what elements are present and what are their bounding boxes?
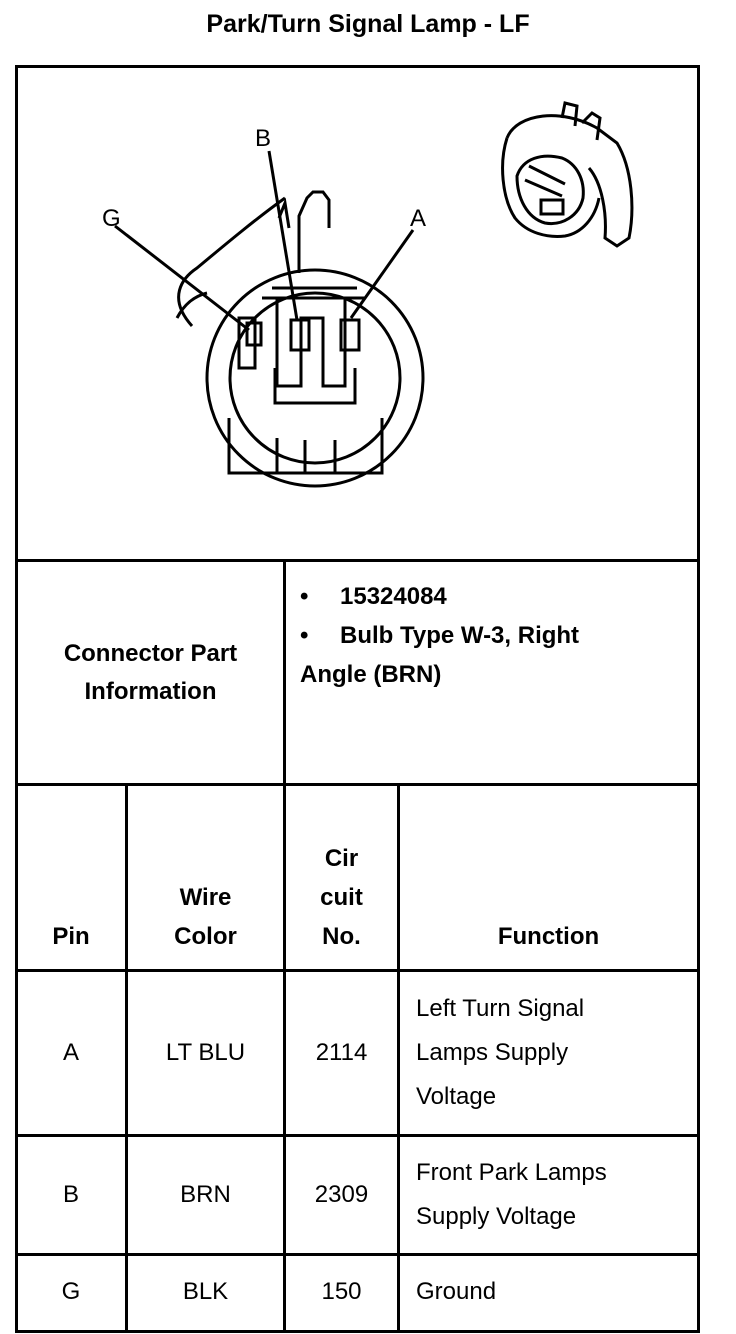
part-number: 15324084 <box>340 583 447 610</box>
divider-row-b <box>15 1253 700 1256</box>
row-b-circuit: 2309 <box>314 1181 369 1208</box>
pin-label-g: G <box>102 205 121 232</box>
connector-face-drawing: G B A <box>102 101 634 488</box>
row-b-function-line2: Supply Voltage <box>416 1203 577 1230</box>
info-item-bulb-type: • Bulb Type W-3, Right <box>300 616 680 655</box>
divider-header <box>15 969 700 972</box>
info-item-part-number: • 15324084 <box>300 577 680 616</box>
connector-part-info: • 15324084 • Bulb Type W-3, Right Angle (B… <box>300 577 680 694</box>
row-a-circuit: 2114 <box>315 1039 368 1066</box>
frame-bottom <box>15 1330 700 1333</box>
header-pin: Pin <box>17 917 125 956</box>
page-title: Park/Turn Signal Lamp - LF <box>206 10 530 38</box>
row-a-function-line2: Lamps Supply <box>416 1039 569 1066</box>
header-circuit-line1: Cir <box>324 845 359 872</box>
frame-top <box>15 65 700 68</box>
header-function-text: Function <box>497 923 600 950</box>
row-b-function-line1: Front Park Lamps <box>416 1159 607 1186</box>
connector-diagram: G B A <box>17 68 698 559</box>
row-g-circuit: 150 <box>321 1278 362 1305</box>
row-a-wire: LT BLU <box>165 1039 246 1066</box>
row-a-function-line1: Left Turn Signal <box>416 995 585 1022</box>
row-g-function-line1: Ground <box>416 1278 497 1305</box>
connector-part-label: Connector Part Information <box>17 635 284 711</box>
frame-right <box>697 65 700 1333</box>
bullet-1: • <box>300 583 309 610</box>
divider-connector <box>15 783 700 786</box>
pin-label-a: A <box>410 205 426 232</box>
frame-left <box>15 65 18 1333</box>
row-b-pin: B <box>62 1181 79 1208</box>
header-pin-text: Pin <box>52 923 90 950</box>
header-wire-line2: Color <box>174 923 237 950</box>
bulb-type: Bulb Type W-3, Right <box>340 622 580 649</box>
connector-label-line2: Information <box>84 678 217 705</box>
row-g-pin: G <box>61 1278 81 1305</box>
divider-row-a <box>15 1134 700 1137</box>
row-a-function-line3: Voltage <box>416 1083 497 1110</box>
header-wire-line1: Wire <box>179 884 232 911</box>
divider-circuit-col <box>397 783 400 1333</box>
row-b-function: Front Park Lamps Supply Voltage <box>416 1151 696 1239</box>
connector-label-line1: Connector Part <box>63 640 238 667</box>
header-function: Function <box>400 917 697 956</box>
row-a-function: Left Turn Signal Lamps Supply Voltage <box>416 987 696 1119</box>
header-wire-color: Wire Color <box>128 878 283 956</box>
row-b-wire: BRN <box>180 1181 231 1208</box>
divider-pin-col <box>125 783 128 1333</box>
bullet-2: • <box>300 622 309 649</box>
header-circuit-line2: cuit <box>320 884 363 911</box>
header-circuit: Cir cuit No. <box>286 839 397 956</box>
row-g-function: Ground <box>416 1270 696 1314</box>
row-g-wire: BLK <box>182 1278 229 1305</box>
divider-connector-col <box>283 559 286 1333</box>
header-circuit-line3: No. <box>322 923 361 950</box>
row-a-pin: A <box>62 1039 79 1066</box>
pin-label-b: B <box>255 125 271 152</box>
bulb-type-continuation: Angle (BRN) <box>300 661 442 688</box>
divider-diagram <box>15 559 700 562</box>
